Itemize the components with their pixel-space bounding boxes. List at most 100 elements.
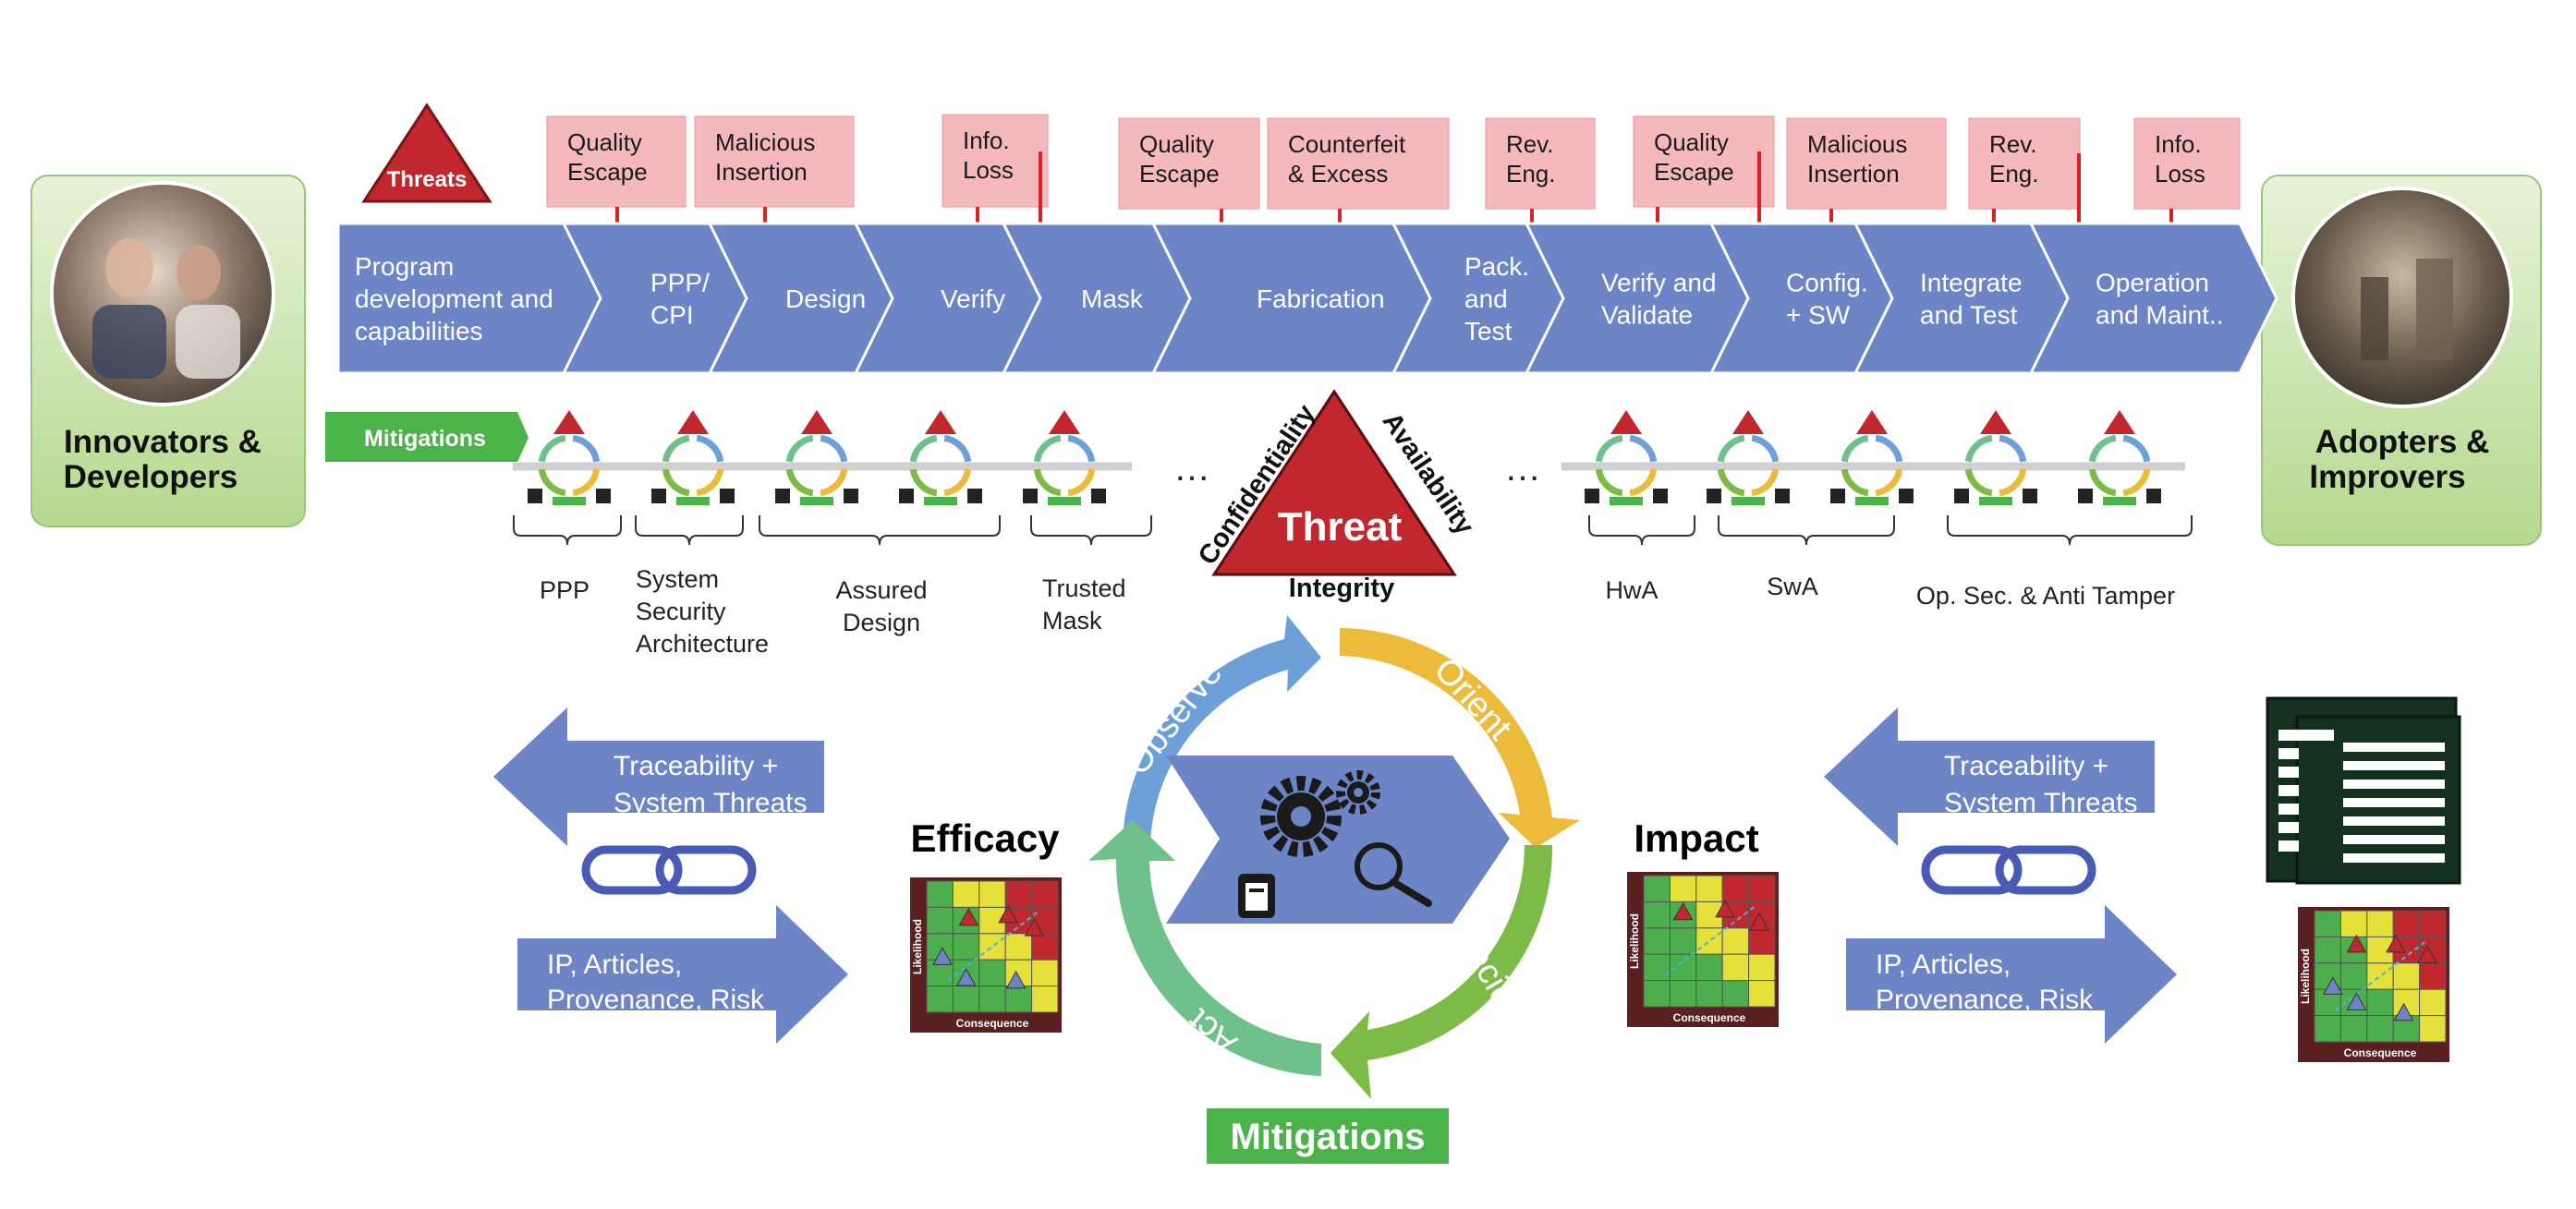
matrix-cell: [1721, 953, 1750, 982]
cycle-segment: [909, 468, 938, 497]
mitigated-marker: [2346, 992, 2367, 1010]
matrix-cell: [2339, 910, 2368, 937]
cycle-segment: [1751, 468, 1780, 497]
threat-box-bg: [1118, 117, 1260, 210]
mini-chip-icon: [2023, 489, 2037, 503]
threat-marker: [2417, 945, 2437, 963]
threat-box-label-line1: Quality: [1654, 128, 1729, 156]
doc-bullet: [2278, 804, 2299, 815]
impact-label: Impact: [1634, 816, 1758, 860]
mini-mitigation-bar: [1979, 497, 2012, 505]
threat-marker: [1749, 913, 1769, 931]
mini-mitigation-bar: [1855, 497, 1889, 505]
threat-box-label-line2: Escape: [567, 158, 648, 186]
chevron-label-line2: Validate: [1601, 301, 1693, 330]
matrix-cell: [978, 933, 1006, 961]
mitigation-cycle-icon: [651, 410, 735, 505]
cycle-segment: [696, 434, 724, 463]
decide-arrow: [1331, 845, 1553, 1099]
forward-arrow-label-line2: Provenance, Risk: [1876, 985, 2094, 1015]
document-stack-icon: [2266, 696, 2461, 885]
matrix-cell: [1695, 875, 1723, 902]
mitigation-group-label-line1: HwA: [1605, 576, 1658, 604]
cycle-segment: [1629, 468, 1658, 497]
back-arrow-shape: [1824, 707, 2155, 846]
orient-arrow: [1340, 628, 1580, 848]
mini-chip-icon: [720, 489, 735, 503]
matrix-cell: [1669, 980, 1697, 1008]
forward-arrow-shape: [517, 905, 848, 1044]
matrix-cell: [1669, 927, 1697, 955]
cycle-segment: [820, 434, 848, 463]
mini-threat-icon: [677, 410, 709, 434]
matrix-cell: [2419, 1015, 2447, 1043]
mini-chip-icon: [844, 489, 858, 503]
threat-box-bg: [2133, 117, 2241, 210]
matrix-cell: [1004, 985, 1033, 1013]
matrix-trend: [947, 912, 1038, 982]
threat-box-bg: [694, 115, 855, 208]
observe-arrow: [1123, 615, 1321, 842]
mitigation-group-label-line1: Assured: [835, 576, 927, 604]
doc-line: [2343, 853, 2445, 863]
chevron-label-line1: Config.: [1786, 269, 1868, 297]
cycle-segment: [2122, 434, 2151, 463]
mini-chip-icon: [1954, 489, 1969, 503]
mitigated-marker: [2393, 1002, 2414, 1022]
matrix-cell: [2314, 936, 2341, 964]
mini-threat-icon: [925, 410, 956, 434]
cycle-segment: [909, 434, 938, 463]
chevron-label-line1: Pack.: [1464, 252, 1529, 281]
mini-chip-icon: [775, 489, 790, 503]
mitigation-cycle-icon: [1585, 410, 1668, 505]
threat-box-label-line2: Insertion: [1807, 160, 1900, 187]
matrix-cell: [952, 880, 980, 908]
left-provenance-arrow: IP, Articles,Provenance, Risk: [517, 905, 848, 1044]
matrix-cell: [1748, 927, 1776, 955]
threat-box-label-line2: & Excess: [1288, 160, 1388, 187]
matrix-cell: [2392, 910, 2421, 937]
threat-box-label-line1: Rev.: [1989, 130, 2037, 158]
matrix-cell: [952, 985, 980, 1013]
doc-bullet: [2278, 785, 2299, 796]
mini-threat-icon: [1610, 410, 1642, 434]
chevron-label-line3: Test: [1464, 317, 1513, 345]
mitigation-cycle-icon: [1707, 410, 1790, 505]
cycle-segment: [1033, 434, 1062, 463]
matrix-trend: [2335, 941, 2425, 1011]
matrix-cell: [978, 880, 1006, 908]
group-brace: [1718, 515, 1895, 546]
threat-box-label-line1: Quality: [1139, 130, 1214, 158]
orient-label: Orient: [1427, 650, 1520, 747]
matrix-cell: [1748, 953, 1776, 982]
chevron-label-line3: capabilities: [355, 317, 483, 345]
chevron-label-line2: CPI: [650, 301, 694, 330]
gear-icon: [1260, 770, 1380, 857]
matrix-cell: [1643, 953, 1671, 982]
matrix-xlabel: Consequence: [1673, 1011, 1746, 1024]
matrix-cell: [1031, 985, 1059, 1013]
cycle-segment: [2088, 468, 2117, 497]
cycle-segment: [572, 468, 601, 497]
chevron-label-line1: Integrate: [1920, 269, 2023, 297]
matrix-cell: [1721, 980, 1750, 1008]
threat-box-bg: [1267, 117, 1450, 210]
threat-box-label-line2: Loss: [963, 156, 1014, 184]
cycle-segment: [943, 468, 972, 497]
threat-box-label-line1: Quality: [567, 128, 642, 156]
mini-chip-icon: [1830, 489, 1845, 503]
mitigations-tag-shape: [325, 412, 529, 462]
cycle-segment: [1595, 468, 1623, 497]
back-arrow-label-line2: System Threats: [1944, 788, 2138, 818]
mitigated-marker: [1005, 970, 1027, 989]
mitigated-marker: [955, 968, 977, 986]
mitigation-group-label-line2: Security: [636, 598, 726, 625]
threat-box-label-line2: Eng.: [1506, 160, 1556, 187]
chevron-label-line1: Operation: [2096, 269, 2209, 297]
matrix-ylabel: Likelihood: [911, 919, 924, 974]
threats-badge: Threats: [361, 103, 492, 203]
